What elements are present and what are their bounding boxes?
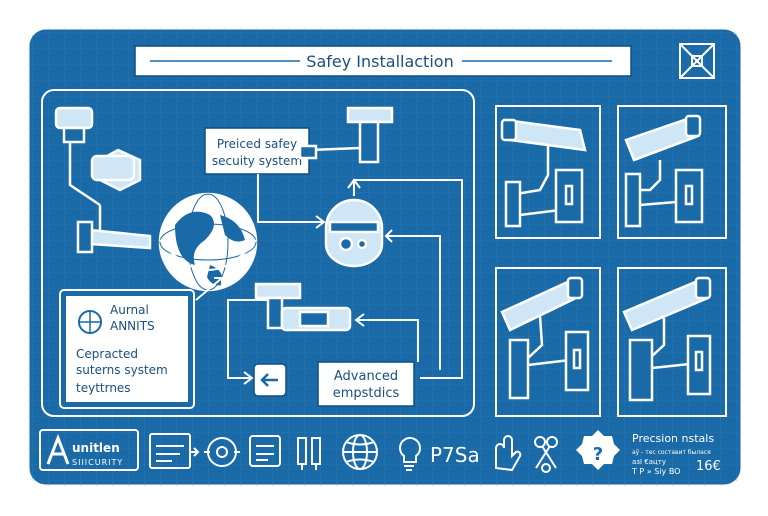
preiced-line1: Preiced safey <box>217 137 297 151</box>
advanced-line2: empstdics <box>333 386 400 401</box>
dome-camera-icon <box>298 106 394 268</box>
info-heading: Aurnal <box>110 303 149 317</box>
footer-right-info: Precsion nstals ау̃ - тес составит былас… <box>631 432 721 476</box>
wall-camera-icon <box>54 106 152 254</box>
preiced-line2: secuity system <box>212 154 302 168</box>
info-heading2: ANNITS <box>110 319 155 333</box>
camera-panel-1 <box>500 118 587 228</box>
brand-line2: SIIICURITY <box>72 458 123 467</box>
window-frame-icon[interactable] <box>679 43 715 79</box>
camera-panel-2 <box>624 114 704 228</box>
info-line3: teyttrnes <box>76 381 131 395</box>
lightbulb-icon[interactable] <box>399 437 421 471</box>
footer-right-small1: ау̃ - тес составит былася <box>632 449 711 456</box>
globe-icon[interactable] <box>342 434 378 470</box>
camera-panel-4 <box>622 276 712 402</box>
back-arrow-button[interactable] <box>253 363 287 397</box>
camera-grid <box>495 105 727 417</box>
globe-illustration <box>158 192 258 292</box>
scissors-icon[interactable] <box>534 436 558 473</box>
brand-logo: unitlen SIIICURITY <box>39 429 139 471</box>
camera-panel-3 <box>500 276 590 400</box>
target-icon[interactable] <box>204 437 240 467</box>
footer-icons <box>149 433 421 471</box>
info-card: Aurnal ANNITS Cepracted suterns system t… <box>59 289 195 409</box>
question-gear-icon[interactable]: ? <box>576 430 620 470</box>
tools-icon[interactable] <box>297 437 321 470</box>
advanced-line1: Advanced <box>334 369 398 384</box>
bullet-camera-icon <box>254 282 352 332</box>
arrows-icon[interactable] <box>149 433 200 469</box>
hand-icon[interactable] <box>495 435 522 472</box>
info-line1: Cepracted <box>76 347 138 361</box>
flow-arrows <box>195 174 463 385</box>
svg-text:?: ? <box>593 444 603 465</box>
info-line2: suterns system <box>76 363 168 377</box>
board <box>26 26 744 488</box>
easy-box-icon[interactable] <box>249 435 281 467</box>
brand-line1: unitlen <box>72 441 120 455</box>
advanced-label: Advanced empstdics <box>317 361 415 407</box>
left-panel <box>41 89 475 417</box>
preiced-label: Preiced safey secuity system <box>204 127 310 175</box>
footer-price: 16€ <box>696 459 721 474</box>
footer-code: P7Sa <box>430 443 480 467</box>
footer-right-small3: T P » Siy BO <box>631 467 680 476</box>
page-title: Safey Installaction <box>306 52 453 71</box>
title-bar: Safey Installaction <box>134 45 632 77</box>
footer-right-small2: азΙ €ацту <box>632 458 666 466</box>
footer-right-title: Precsion nstals <box>632 432 714 445</box>
